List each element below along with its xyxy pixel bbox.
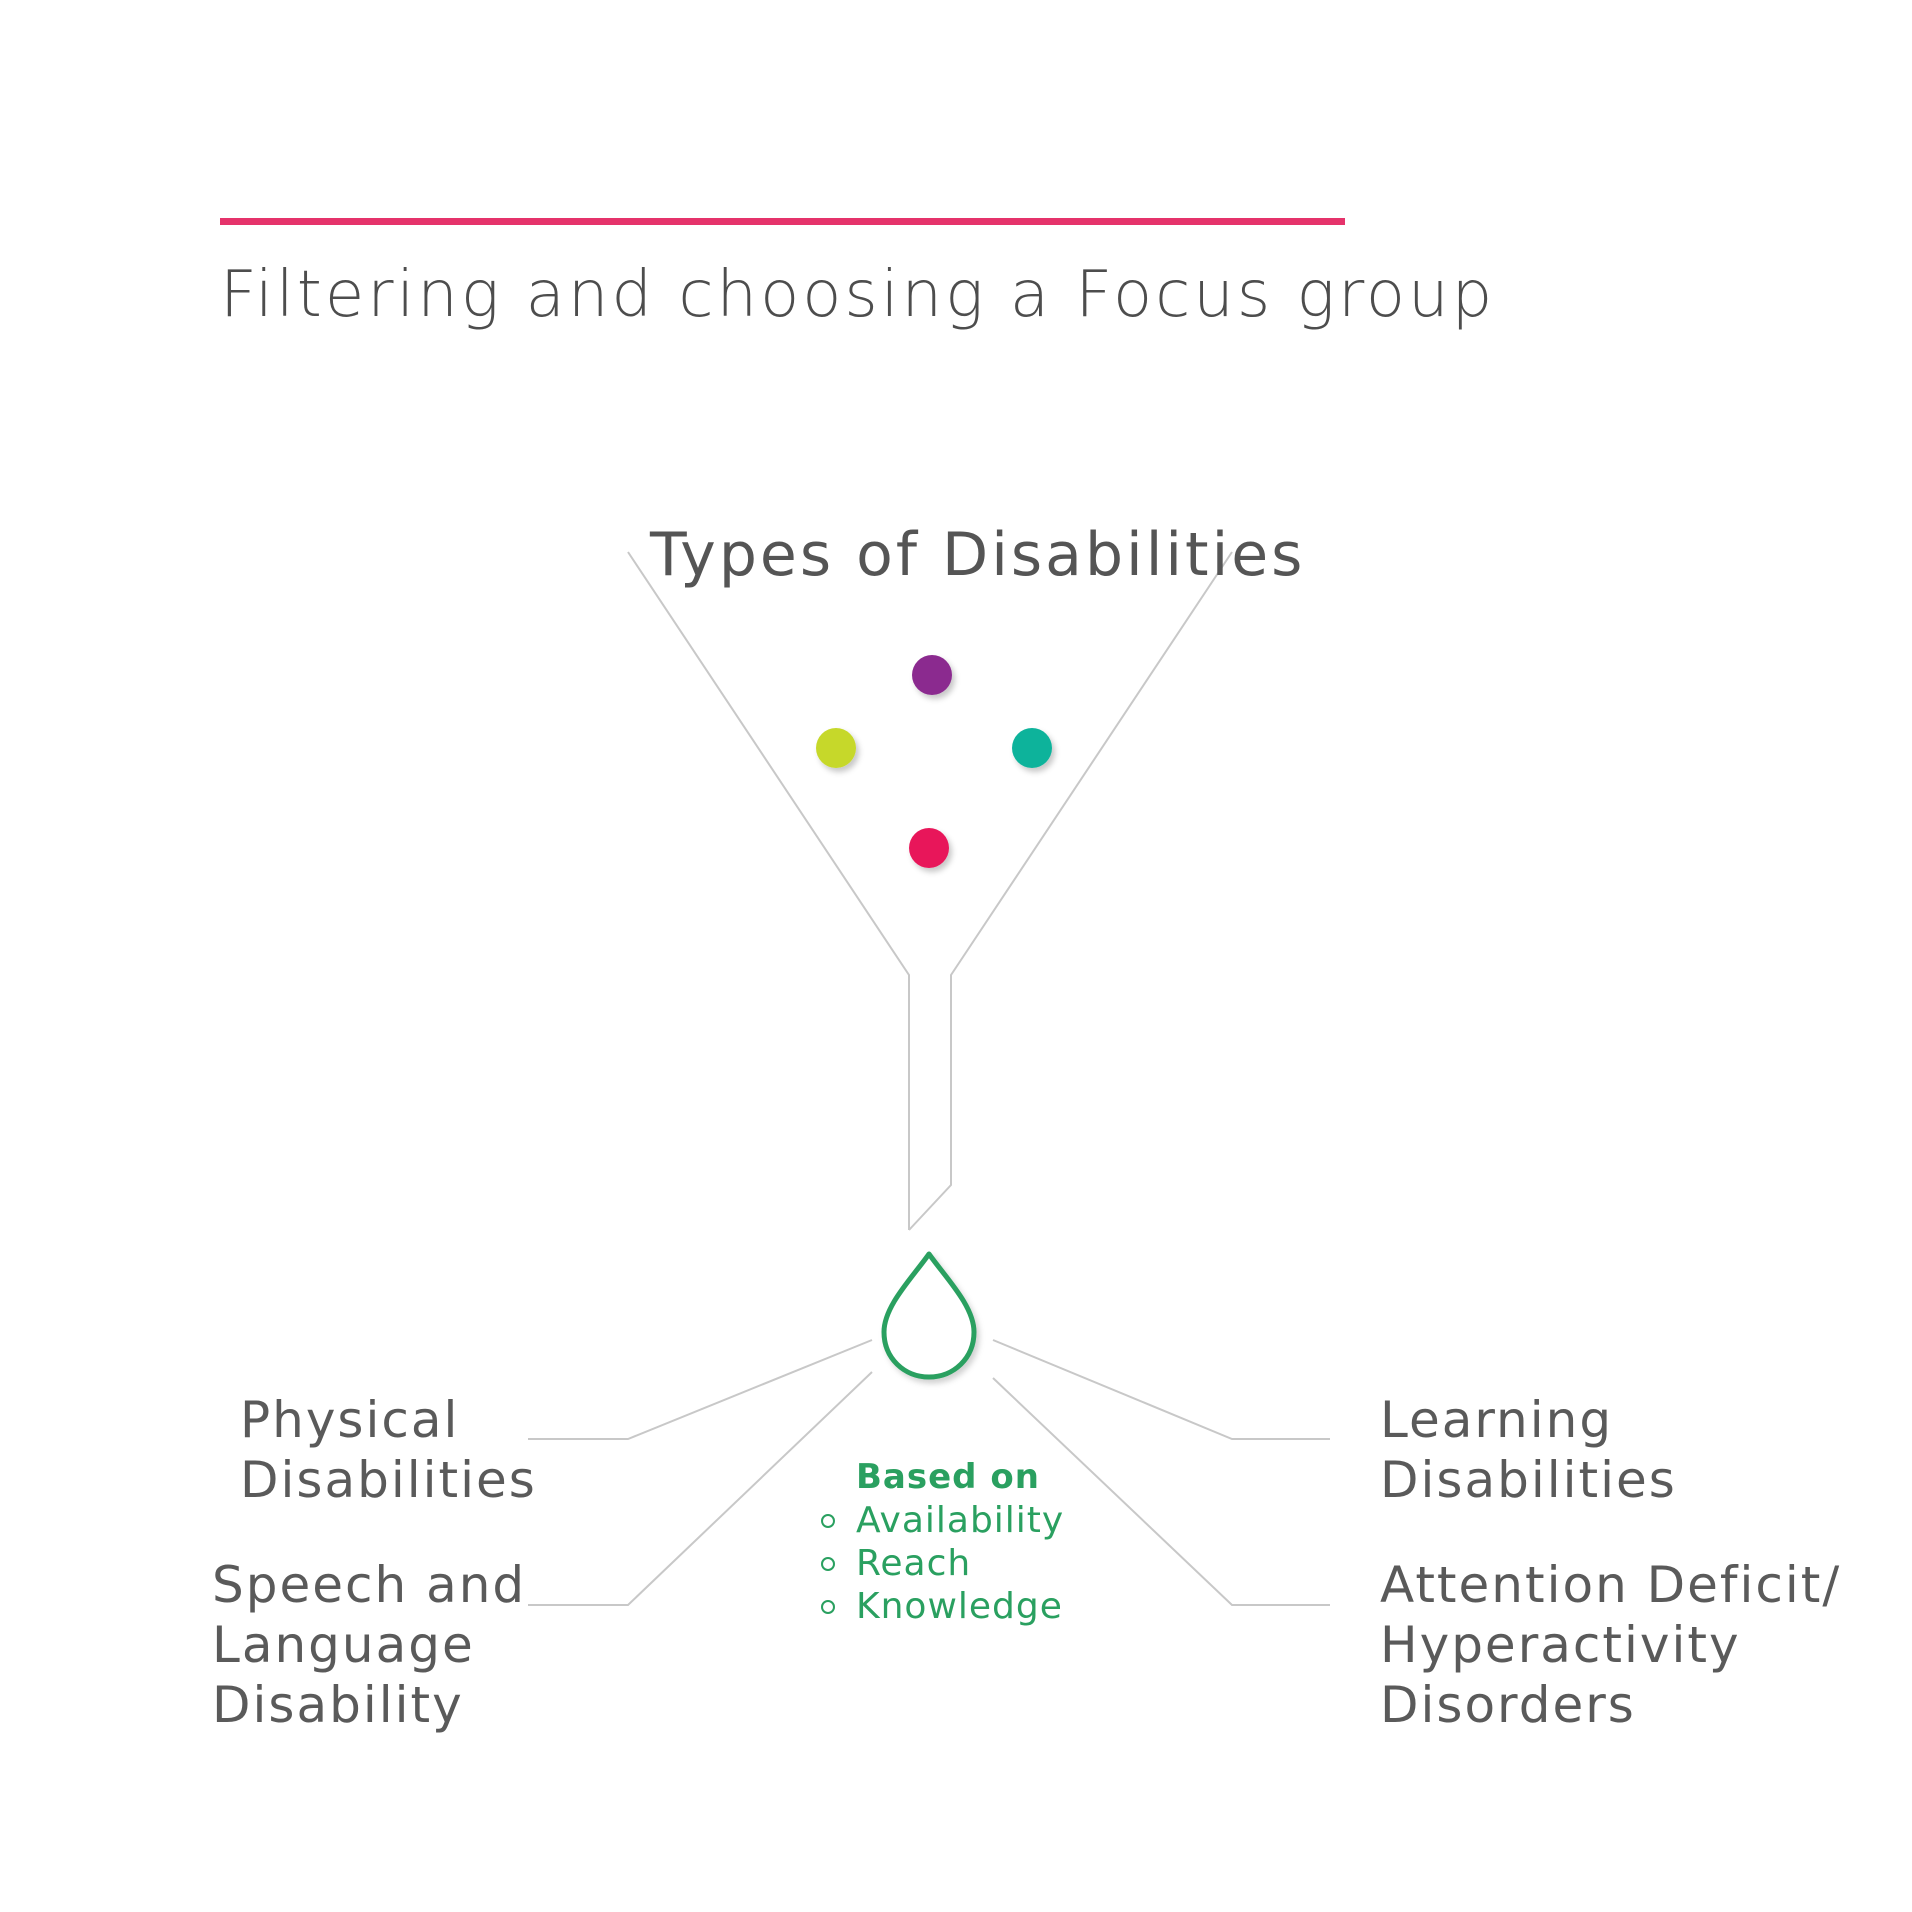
category-adhd-line-1: Attention Deficit/ (1380, 1556, 1842, 1614)
category-learning: Learning Disabilities (1380, 1390, 1677, 1510)
criteria-item-knowledge: Knowledge (818, 1585, 1064, 1628)
category-speech-line-2: Language (212, 1616, 475, 1674)
category-physical: Physical Disabilities (240, 1390, 537, 1510)
funnel-right-wall (908, 551, 1233, 1231)
criteria-item-label: Knowledge (856, 1586, 1063, 1627)
category-speech: Speech and Language Disability (212, 1555, 526, 1735)
page-title: Filtering and choosing a Focus group (220, 258, 1496, 332)
criteria-item-availability: Availability (818, 1499, 1064, 1542)
category-adhd-line-3: Disorders (1380, 1676, 1636, 1734)
connector-speech (528, 1371, 873, 1606)
category-adhd: Attention Deficit/ Hyperactivity Disorde… (1380, 1555, 1841, 1735)
bullet-icon (821, 1557, 835, 1571)
bullet-icon (821, 1600, 835, 1614)
criteria-item-label: Availability (856, 1500, 1065, 1541)
lime-dot (816, 728, 856, 768)
teal-dot (1012, 728, 1052, 768)
bullet-icon (821, 1514, 835, 1528)
selection-criteria: Based on Availability Reach Knowledge (818, 1455, 1064, 1628)
connector-learning (992, 1339, 1330, 1440)
category-adhd-line-2: Hyperactivity (1380, 1616, 1741, 1674)
title-accent-bar (220, 218, 1345, 225)
funnel-left-wall (627, 551, 910, 1230)
criteria-heading: Based on (856, 1457, 1040, 1497)
connector-physical (528, 1339, 873, 1440)
category-speech-line-3: Disability (212, 1676, 464, 1734)
category-physical-line-1: Physical (240, 1391, 460, 1449)
category-learning-line-1: Learning (1380, 1391, 1614, 1449)
drop-icon (881, 1251, 977, 1380)
criteria-item-label: Reach (856, 1543, 972, 1584)
funnel-label: Types of Disabilities (650, 520, 1306, 590)
connector-adhd (992, 1377, 1330, 1606)
crimson-dot (909, 828, 949, 868)
purple-dot (912, 655, 952, 695)
category-speech-line-1: Speech and (212, 1556, 527, 1614)
category-physical-line-2: Disabilities (240, 1451, 537, 1509)
category-learning-line-2: Disabilities (1380, 1451, 1677, 1509)
criteria-item-reach: Reach (818, 1542, 1064, 1585)
